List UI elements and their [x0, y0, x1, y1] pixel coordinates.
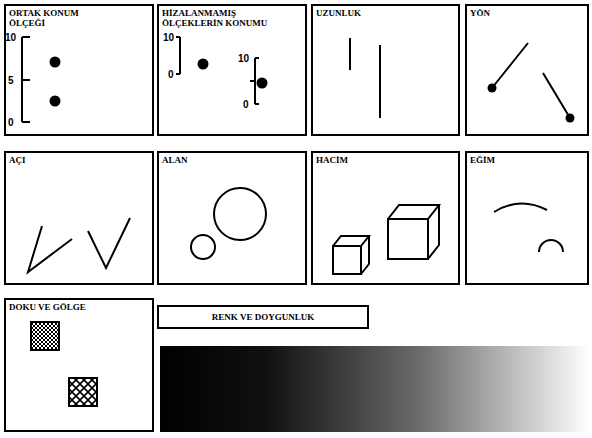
- title-box: RENK VE DOYGUNLUK: [157, 305, 369, 329]
- panel-title: HACİM: [316, 155, 455, 165]
- panel-title: HİZALANMAMIŞ ÖLÇEKLERİN KONUMU: [162, 8, 287, 28]
- variable-panel: EĞİM: [465, 151, 589, 285]
- panel-title: EĞİM: [470, 155, 584, 165]
- variable-panel: ALAN: [157, 151, 307, 285]
- panel-title: RENK VE DOYGUNLUK: [212, 312, 314, 322]
- panel-title: YÖN: [470, 8, 584, 18]
- scale-number: 10: [238, 53, 249, 64]
- scale-number: 10: [5, 32, 16, 43]
- variable-panel: YÖN: [465, 4, 589, 136]
- variable-panel: ORTAK KONUM ÖLÇEĞİ: [4, 4, 154, 136]
- panel-title: AÇI: [9, 155, 149, 165]
- scale-number: 0: [168, 69, 174, 80]
- variable-panel: DOKU VE GÖLGE: [4, 298, 154, 432]
- scale-number: 0: [243, 99, 249, 110]
- panel-title: ALAN: [162, 155, 302, 165]
- variable-panel: HACİM: [311, 151, 460, 285]
- scale-number: 10: [163, 32, 174, 43]
- scale-number: 0: [8, 117, 14, 128]
- panel-title: UZUNLUK: [316, 8, 455, 18]
- variable-panel: UZUNLUK: [311, 4, 460, 136]
- variable-panel: AÇI: [4, 151, 154, 285]
- scale-number: 5: [8, 75, 14, 86]
- panel-title: ORTAK KONUM ÖLÇEĞİ: [9, 8, 89, 28]
- panel-title: DOKU VE GÖLGE: [9, 302, 149, 312]
- variable-panel: HİZALANMAMIŞ ÖLÇEKLERİN KONUMU: [157, 4, 307, 136]
